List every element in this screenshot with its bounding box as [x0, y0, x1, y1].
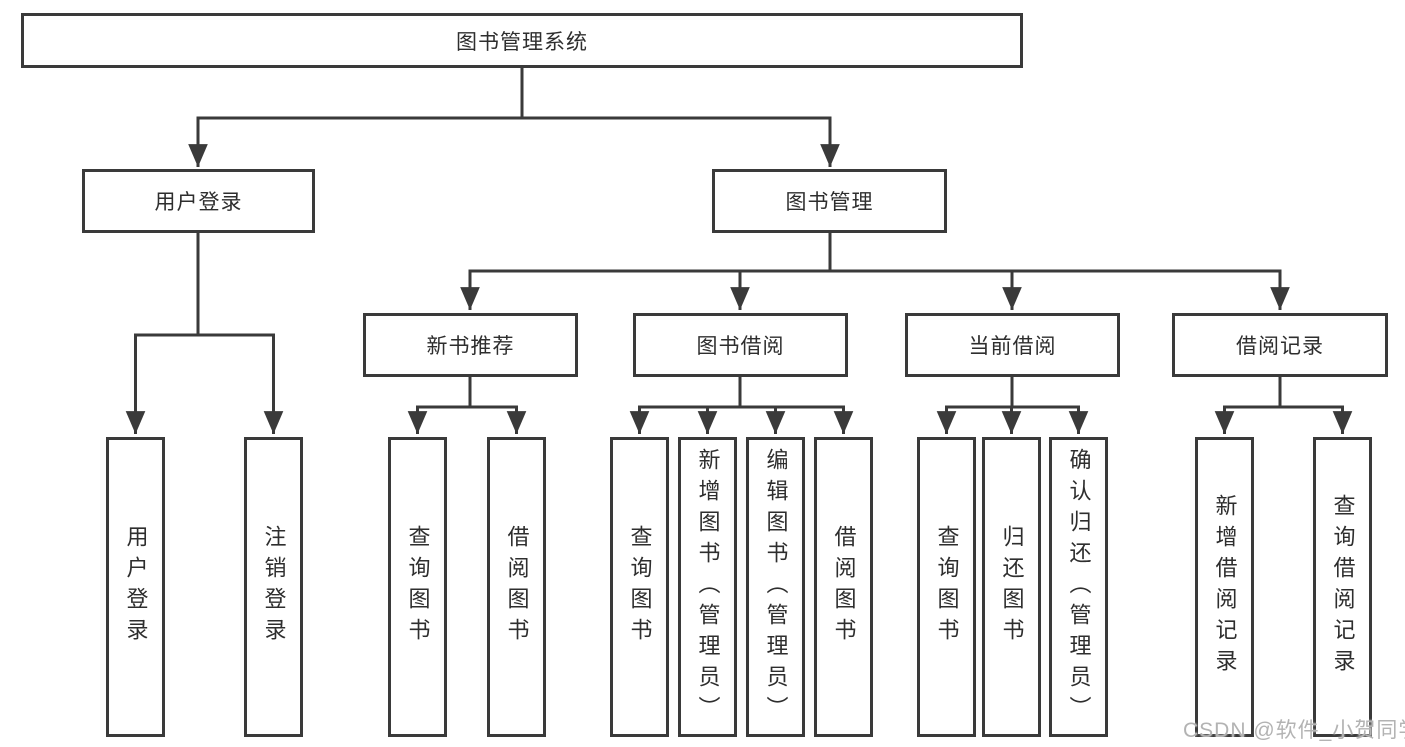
leaf-query-books-borrow: 查询图书	[610, 437, 669, 737]
connector-recommend-to-leaves	[407, 377, 527, 434]
connector-current-to-leaves	[936, 377, 1089, 434]
leaf-logout: 注销登录	[244, 437, 303, 737]
leaf-user-login: 用户登录	[106, 437, 165, 737]
connector-root-to-level2	[188, 67, 840, 167]
leaf-label: 确认归还（管理员）	[1066, 447, 1092, 727]
connector-book-management-to-level3	[460, 233, 1290, 310]
csdn-watermark: CSDN @软件_小贺同学	[1183, 719, 1405, 742]
leaf-label: 新增借阅记录	[1212, 494, 1238, 680]
connector-user-login-to-leaves	[125, 233, 284, 434]
leaf-add-books-admin: 新增图书（管理员）	[678, 437, 737, 737]
leaf-borrow-books: 借阅图书	[814, 437, 873, 737]
leaf-label: 查询图书	[627, 525, 653, 649]
leaf-label: 查询图书	[405, 525, 431, 649]
leaf-label: 编辑图书（管理员）	[763, 447, 789, 727]
leaf-edit-books-admin: 编辑图书（管理员）	[746, 437, 805, 737]
node-root-library-system: 图书管理系统	[21, 13, 1023, 68]
node-user-login: 用户登录	[82, 169, 315, 233]
node-borrow-records: 借阅记录	[1172, 313, 1388, 377]
leaf-label: 注销登录	[261, 525, 287, 649]
node-new-book-recommend: 新书推荐	[363, 313, 578, 377]
leaf-label: 查询借阅记录	[1330, 494, 1356, 680]
leaf-confirm-return-admin: 确认归还（管理员）	[1049, 437, 1108, 737]
leaf-label: 归还图书	[999, 525, 1025, 649]
leaf-borrow-books-recommend: 借阅图书	[487, 437, 546, 737]
leaf-label: 借阅图书	[504, 525, 530, 649]
node-book-borrow: 图书借阅	[633, 313, 848, 377]
leaf-query-books-recommend: 查询图书	[388, 437, 447, 737]
leaf-add-borrow-record: 新增借阅记录	[1195, 437, 1254, 737]
connector-borrow-to-leaves	[629, 377, 854, 434]
leaf-label: 新增图书（管理员）	[695, 447, 721, 727]
leaf-label: 借阅图书	[831, 525, 857, 649]
leaf-label: 查询图书	[934, 525, 960, 649]
leaf-query-books-current: 查询图书	[917, 437, 976, 737]
leaf-return-books: 归还图书	[982, 437, 1041, 737]
connector-records-to-leaves	[1214, 377, 1353, 434]
leaf-query-borrow-record: 查询借阅记录	[1313, 437, 1372, 737]
node-current-borrow: 当前借阅	[905, 313, 1120, 377]
leaf-label: 用户登录	[123, 525, 149, 649]
node-book-management: 图书管理	[712, 169, 947, 233]
